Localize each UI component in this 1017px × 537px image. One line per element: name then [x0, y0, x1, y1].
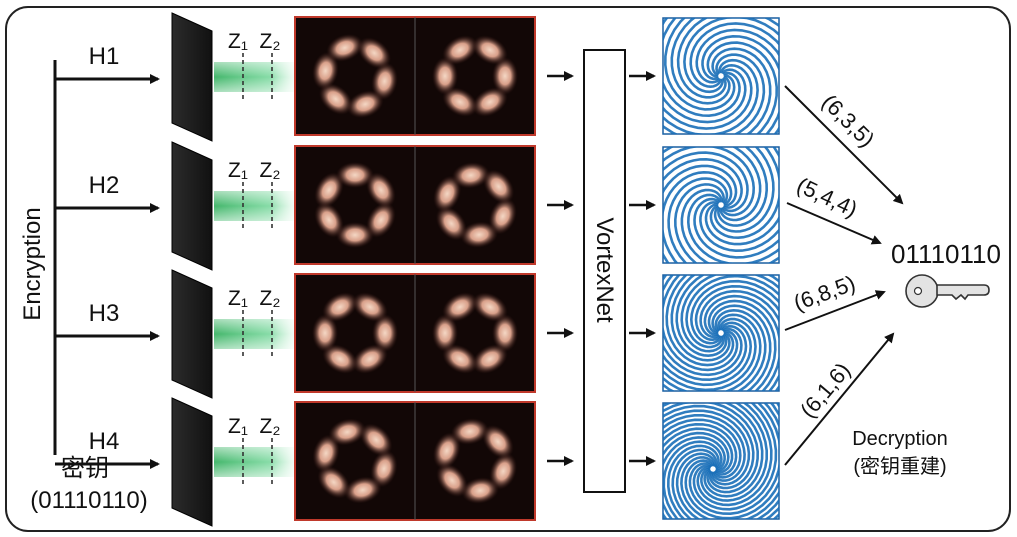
mode-code-1: (6,3,5): [817, 89, 880, 152]
light-beam: [214, 191, 294, 221]
mode-code-2: (5,4,4): [793, 172, 861, 222]
light-beam: [214, 62, 294, 92]
z2-label: Z₂: [260, 30, 281, 53]
z2-label: Z₂: [260, 415, 281, 438]
intensity-pair-1: [294, 16, 536, 136]
vortexnet-label: VortexNet: [591, 217, 618, 323]
key-label: 密钥: [61, 455, 109, 482]
slm-panel-icon: [171, 12, 213, 142]
z1-label: Z₁: [228, 287, 248, 310]
channel-label-3: H3: [89, 300, 120, 327]
decryption-sublabel: (密钥重建): [853, 455, 946, 478]
channel-label-2: H2: [89, 172, 120, 199]
intensity-pattern: [432, 292, 518, 374]
phase-map: [662, 17, 780, 135]
decryption-arrow-3: [784, 290, 886, 331]
decoded-key-value: 01110110: [891, 239, 1001, 269]
decryption-label: Decryption: [852, 428, 948, 450]
z1-label: Z₁: [228, 30, 248, 53]
intensity-pattern: [432, 35, 518, 117]
phase-map: [662, 146, 780, 264]
decryption-arrow-4: [784, 332, 895, 466]
phase-map: [662, 402, 780, 520]
intensity-pattern: [312, 292, 398, 374]
intensity-pattern: [312, 33, 398, 119]
z2-label: Z₂: [260, 287, 281, 310]
intensity-pair-3: [294, 273, 536, 393]
slm-panel-icon: [171, 397, 213, 527]
key-icon: [905, 274, 990, 308]
decryption-arrow-2: [786, 202, 882, 245]
vortexnet-box: [583, 49, 626, 493]
light-beam: [214, 447, 294, 477]
decryption-arrow-1: [784, 85, 904, 205]
channel-label-4: H4: [89, 428, 120, 455]
key-value: (01110110): [30, 487, 147, 514]
intensity-pattern: [433, 162, 517, 248]
intensity-pair-2: [294, 145, 536, 265]
slm-panel-icon: [171, 141, 213, 271]
mode-code-3: (6,8,5): [790, 270, 858, 315]
intensity-pair-4: [294, 401, 536, 521]
encryption-label: Encryption: [19, 207, 46, 320]
light-beam: [214, 319, 294, 349]
intensity-pattern: [312, 418, 398, 504]
slm-panel-icon: [171, 269, 213, 399]
phase-map: [662, 274, 780, 392]
z1-label: Z₁: [228, 159, 248, 182]
z2-label: Z₂: [260, 159, 281, 182]
channel-label-1: H1: [89, 43, 120, 70]
z1-label: Z₁: [228, 415, 248, 438]
intensity-pattern: [314, 162, 396, 248]
outer-frame: [5, 6, 1011, 532]
intensity-pattern: [432, 418, 518, 504]
